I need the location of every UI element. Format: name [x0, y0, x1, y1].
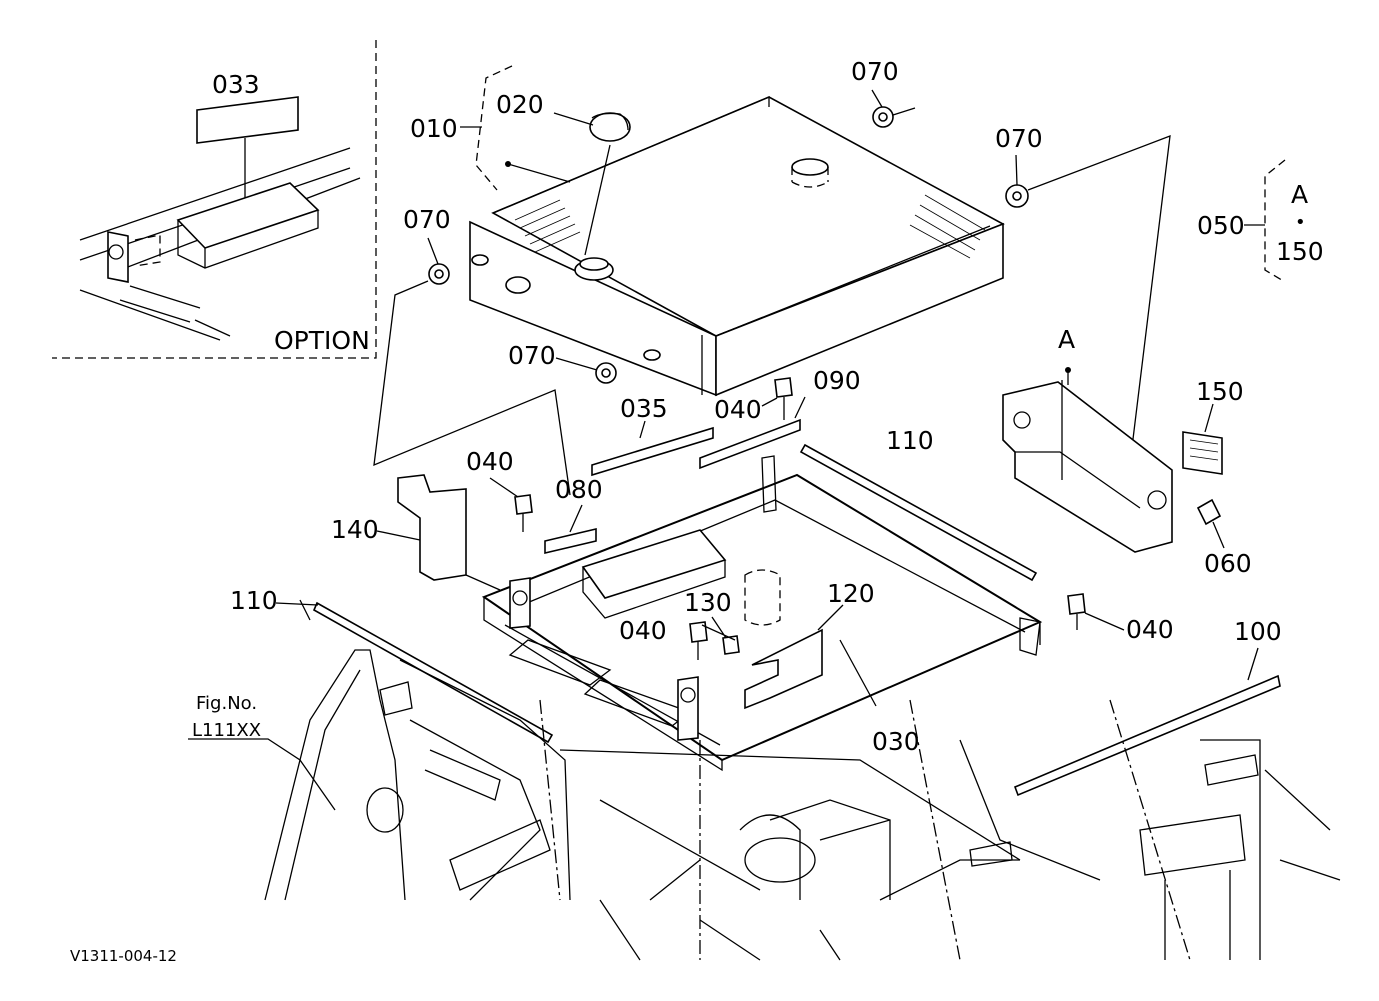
leader-lines	[275, 89, 1259, 707]
frame-030	[481, 455, 1043, 772]
group-separator: •	[1295, 212, 1306, 233]
bracket-A	[1002, 367, 1173, 553]
callout-070-top: 070	[851, 57, 899, 86]
callout-110-left: 110	[230, 586, 278, 615]
callout-130: 130	[684, 588, 732, 617]
group-050-label: 050	[1197, 211, 1245, 240]
bracket-010	[475, 65, 513, 191]
plate-120	[744, 628, 823, 710]
washers-070	[373, 106, 1171, 496]
callout-110-right: 110	[886, 426, 934, 455]
callout-035: 035	[620, 394, 668, 423]
group-item-150: 150	[1276, 237, 1324, 266]
callout-040-b: 040	[466, 447, 514, 476]
machine-body	[264, 599, 1341, 961]
figure-ref-line1: Fig.No.	[196, 693, 257, 714]
figure-ref-line2: L111XX	[192, 720, 261, 741]
callout-070-bottom: 070	[508, 341, 556, 370]
callout-070-left: 070	[403, 205, 451, 234]
callout-060: 060	[1204, 549, 1252, 578]
callout-150: 150	[1196, 377, 1244, 406]
callout-100: 100	[1234, 617, 1282, 646]
bracket-050	[1264, 159, 1286, 283]
callout-040-d: 040	[1126, 615, 1174, 644]
callout-033: 033	[212, 70, 260, 99]
block-080	[544, 527, 597, 555]
callout-120: 120	[827, 579, 875, 608]
radiator-drawing	[469, 96, 1005, 397]
strip-035	[591, 426, 714, 477]
bar-110-right	[799, 443, 1038, 582]
callout-A: A	[1058, 325, 1075, 354]
label-150	[1182, 431, 1223, 475]
callout-070-right: 070	[995, 124, 1043, 153]
option-inset	[52, 40, 377, 359]
figref-leader	[188, 738, 336, 811]
bar-110-left	[312, 601, 554, 744]
strip-090	[699, 418, 801, 470]
bolts-040	[514, 377, 1222, 660]
option-caption: OPTION	[274, 326, 370, 355]
drawing-code: V1311-004-12	[70, 947, 177, 965]
callout-040-a: 040	[714, 395, 762, 424]
callout-040-c: 040	[619, 616, 667, 645]
callout-140: 140	[331, 515, 379, 544]
callout-030: 030	[872, 727, 920, 756]
callout-080: 080	[555, 475, 603, 504]
block-140	[397, 474, 467, 581]
bar-100	[1013, 674, 1281, 797]
group-item-A: A	[1291, 180, 1308, 209]
callout-090: 090	[813, 366, 861, 395]
callout-010: 010	[410, 114, 458, 143]
callout-020: 020	[496, 90, 544, 119]
